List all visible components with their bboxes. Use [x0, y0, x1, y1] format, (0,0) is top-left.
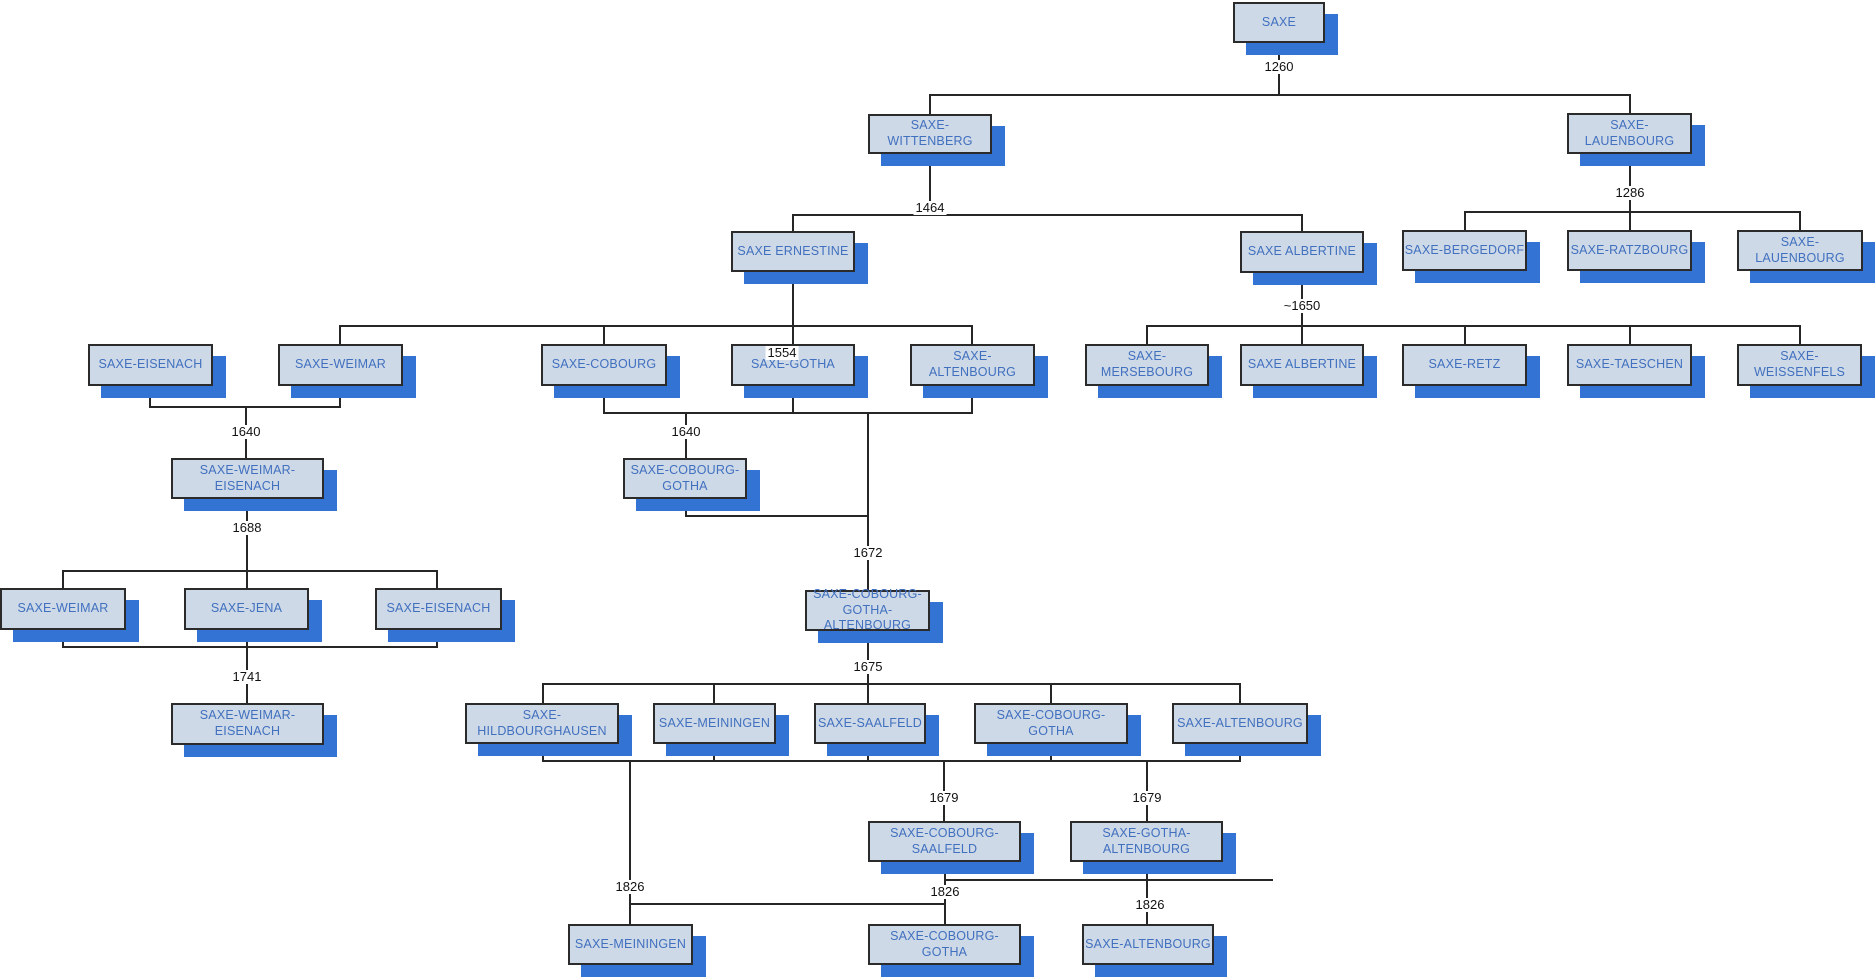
connector — [1147, 325, 1800, 327]
connector — [1146, 325, 1148, 344]
connector — [63, 646, 437, 648]
connector — [603, 386, 605, 414]
node-saxe-eisenach-2[interactable]: SAXE-EISENACH — [375, 588, 502, 630]
node-saxe-cobourg-gotha-3[interactable]: SAXE-COBOURG-GOTHA — [868, 924, 1021, 965]
node-saxe-altenbourg[interactable]: SAXE-ALTENBOURG — [910, 344, 1035, 386]
date-label: 1826 — [1133, 897, 1167, 912]
connector — [971, 325, 973, 344]
connector — [1629, 94, 1631, 113]
date-label: 1286 — [1613, 185, 1647, 200]
node-saxe-altenbourg-2[interactable]: SAXE-ALTENBOURG — [1172, 703, 1308, 744]
node-saxe-cobourg[interactable]: SAXE-COBOURG — [541, 344, 667, 386]
connector — [603, 412, 973, 414]
connector — [629, 760, 631, 924]
connector — [867, 412, 869, 590]
date-label: 1640 — [669, 424, 703, 439]
node-saxe-cobourg-gotha-2[interactable]: SAXE-COBOURG-GOTHA — [974, 703, 1128, 744]
connector — [1464, 325, 1466, 344]
connector — [971, 386, 973, 414]
date-label: 1672 — [851, 545, 885, 560]
connector — [867, 631, 869, 762]
connector — [63, 570, 437, 572]
node-saxe-gotha-altenbourg[interactable]: SAXE-GOTHA-ALTENBOURG — [1070, 821, 1223, 862]
connector — [1301, 214, 1303, 231]
node-saxe-retz[interactable]: SAXE-RETZ — [1402, 344, 1527, 386]
connector — [1146, 760, 1148, 821]
node-saxe-cobourg-gotha-altenbourg[interactable]: SAXE-COBOURG-GOTHA-ALTENBOURG — [805, 587, 930, 632]
date-label: 1464 — [913, 200, 947, 215]
connector — [339, 325, 341, 344]
connector — [1464, 211, 1466, 230]
node-saxe-taeschen[interactable]: SAXE-TAESCHEN — [1567, 344, 1692, 386]
connector — [1629, 325, 1631, 344]
connector — [543, 683, 1241, 685]
connector — [340, 325, 972, 327]
connector — [149, 386, 151, 408]
connector — [685, 515, 869, 517]
node-saxe-jena[interactable]: SAXE-JENA — [184, 588, 309, 630]
node-saxe-eisenach[interactable]: SAXE-EISENACH — [88, 344, 213, 386]
connector — [1465, 211, 1800, 213]
date-label: 1260 — [1262, 59, 1296, 74]
connector — [943, 760, 945, 821]
node-saxe-weimar-2[interactable]: SAXE-WEIMAR — [0, 588, 126, 630]
node-saxe-hildbourghausen[interactable]: SAXE-HILDBOURGHAUSEN — [465, 703, 619, 744]
connector — [246, 499, 248, 572]
connector — [1629, 211, 1631, 230]
connector — [543, 760, 1241, 762]
connector — [929, 153, 931, 215]
node-saxe-albertine[interactable]: SAXE ALBERTINE — [1240, 231, 1364, 273]
connector — [793, 214, 1302, 216]
node-saxe-weimar[interactable]: SAXE-WEIMAR — [278, 344, 403, 386]
connector — [1799, 325, 1801, 344]
connector — [929, 94, 931, 114]
node-saxe-weissenfels[interactable]: SAXE-WEISSENFELS — [1737, 344, 1862, 386]
node-saxe-altenbourg-3[interactable]: SAXE-ALTENBOURG — [1082, 924, 1214, 965]
connector — [930, 94, 1630, 96]
connector — [339, 386, 341, 408]
connector — [792, 214, 794, 231]
date-label: 1679 — [927, 790, 961, 805]
connector — [630, 903, 945, 905]
date-label: 1688 — [230, 520, 264, 535]
date-label: 1741 — [230, 669, 264, 684]
date-label: 1675 — [851, 659, 885, 674]
node-saxe-ratzbourg[interactable]: SAXE-RATZBOURG — [1567, 230, 1692, 271]
node-saxe-meiningen-2[interactable]: SAXE-MEININGEN — [568, 924, 693, 965]
connector — [792, 272, 794, 344]
node-saxe-mersebourg[interactable]: SAXE-MERSEBOURG — [1085, 344, 1209, 386]
date-label: 1640 — [229, 424, 263, 439]
node-saxe-cobourg-gotha[interactable]: SAXE-COBOURG-GOTHA — [623, 458, 747, 499]
node-saxe-meiningen[interactable]: SAXE-MEININGEN — [653, 703, 776, 744]
connector — [945, 879, 1273, 881]
connector — [792, 386, 794, 414]
node-saxe-bergedorf[interactable]: SAXE-BERGEDORF — [1402, 230, 1527, 271]
date-label: 1826 — [613, 879, 647, 894]
node-saxe[interactable]: SAXE — [1233, 2, 1325, 43]
node-saxe-saalfeld[interactable]: SAXE-SAALFELD — [814, 703, 926, 744]
node-saxe-lauenbourg[interactable]: SAXE-LAUENBOURG — [1567, 113, 1692, 154]
node-saxe-cobourg-saalfeld[interactable]: SAXE-COBOURG-SAALFELD — [868, 821, 1021, 862]
node-saxe-wittenberg[interactable]: SAXE-WITTENBERG — [868, 114, 992, 154]
node-saxe-gotha[interactable]: SAXE-GOTHA — [731, 344, 855, 386]
connector — [1146, 862, 1148, 924]
date-label: 1679 — [1130, 790, 1164, 805]
date-label: ~1650 — [1281, 298, 1323, 313]
connector — [685, 499, 687, 517]
date-label: 1554 — [765, 345, 799, 360]
connector — [1629, 154, 1631, 212]
connector — [603, 325, 605, 344]
connector — [1799, 211, 1801, 230]
node-saxe-weimar-eisenach[interactable]: SAXE-WEIMAR-EISENACH — [171, 458, 324, 499]
node-saxe-albertine-2[interactable]: SAXE ALBERTINE — [1240, 344, 1364, 386]
node-saxe-ernestine[interactable]: SAXE ERNESTINE — [731, 231, 855, 272]
date-label: 1826 — [928, 884, 962, 899]
node-saxe-lauenbourg-2[interactable]: SAXE-LAUENBOURG — [1737, 230, 1863, 271]
node-saxe-weimar-eisenach-2[interactable]: SAXE-WEIMAR-EISENACH — [171, 703, 324, 745]
